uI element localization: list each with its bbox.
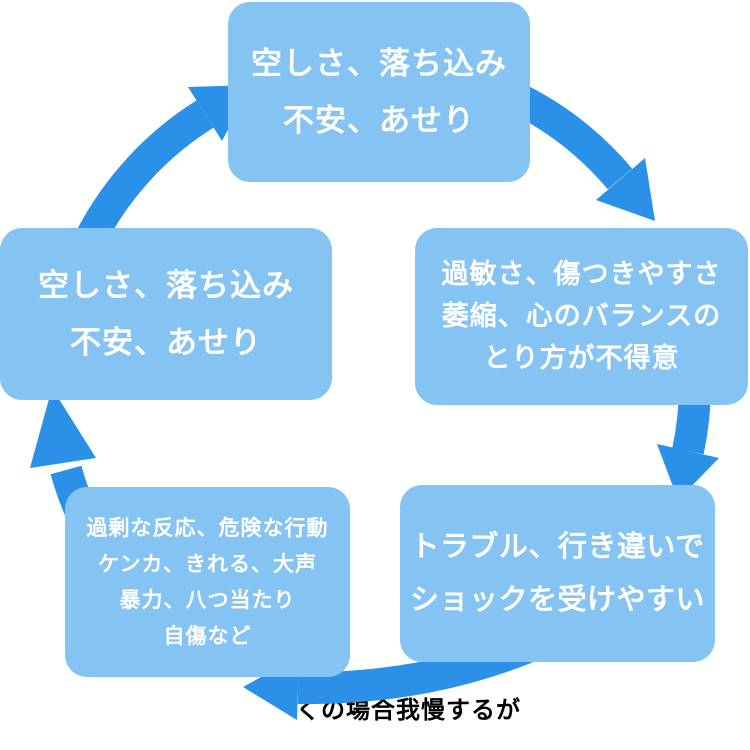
box-bottom-left-line-3: 暴力、八つ当たり	[119, 588, 296, 612]
box-left: 空しさ、落ち込み 不安、あせり	[0, 228, 332, 400]
box-bottom-right-line-2: ショックを受けやすい	[409, 583, 705, 616]
box-top-line-2: 不安、あせり	[283, 103, 475, 138]
box-right: 過敏さ、傷つきやすさ 萎縮、心のバランスの とり方が不得意	[415, 228, 748, 405]
box-left-line-1: 空しさ、落ち込み	[38, 268, 294, 303]
arrowhead-right-to-bottom-right-icon	[657, 444, 719, 500]
box-left-line-2: 不安、あせり	[70, 325, 262, 360]
box-right-line-2: 萎縮、心のバランスの	[441, 301, 722, 331]
box-right-line-1: 過敏さ、傷つきやすさ	[441, 259, 722, 289]
box-bottom-left-line-4: 自傷など	[163, 624, 252, 648]
box-bottom-right: トラブル、行き違いで ショックを受けやすい	[400, 485, 715, 662]
box-bottom-right-line-1: トラブル、行き違いで	[410, 530, 705, 563]
box-right-line-3: とり方が不得意	[483, 343, 680, 373]
arrowhead-bottom-left-to-left-icon	[30, 388, 96, 468]
box-top-line-1: 空しさ、落ち込み	[251, 46, 507, 81]
box-bottom-left-line-1: 過剰な反応、危険な行動	[86, 516, 329, 540]
arrowhead-top-to-right-icon	[596, 158, 655, 221]
box-top: 空しさ、落ち込み 不安、あせり	[228, 2, 530, 182]
box-bottom-left-line-2: ケンカ、きれる、大声	[98, 552, 317, 576]
box-bottom-left: 過剰な反応、危険な行動 ケンカ、きれる、大声 暴力、八つ当たり 自傷など	[65, 487, 350, 677]
